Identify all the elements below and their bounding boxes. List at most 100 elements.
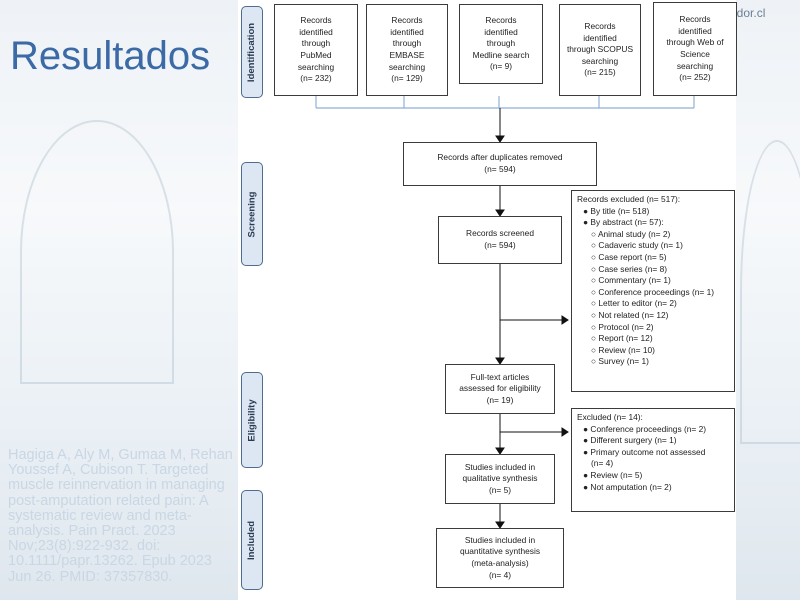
box-line: Records after duplicates removed: [437, 152, 563, 163]
records-screened-box: Records screened (n= 594): [438, 216, 562, 264]
box-line: ○ Case series (n= 8): [591, 263, 668, 274]
box-line: searching: [581, 55, 619, 66]
box-line-text: Not amputation (n= 2): [590, 481, 672, 492]
box-line: through: [301, 38, 331, 49]
stage-eligibility: Eligibility: [241, 372, 263, 468]
box-line-text: Case report (n= 5): [598, 251, 667, 262]
box-line: ○ Conference proceedings (n= 1): [591, 286, 715, 297]
box-line: ● Different surgery (n= 1): [583, 435, 677, 446]
box-line: through Web of: [666, 37, 724, 48]
citation: Hagiga A, Aly M, Gumaa M, Rehan Youssef …: [8, 447, 233, 585]
box-line: Records: [584, 21, 616, 32]
box-line: assessed for eligibility: [459, 383, 541, 394]
box-line-text: Conference proceedings (n= 1): [598, 286, 715, 297]
box-line: ○ Protocol (n= 2): [591, 321, 654, 332]
box-line: through SCOPUS: [566, 44, 634, 55]
slide-title: Resultados: [10, 34, 211, 78]
box-line: ○ Review (n= 10): [591, 344, 655, 355]
box-line: Studies included in: [464, 534, 536, 545]
source-box-medline: Records identified through Medline searc…: [459, 4, 543, 84]
box-line: ○ Not related (n= 12): [591, 309, 669, 320]
box-line-text: Animal study (n= 2): [597, 228, 671, 239]
box-line: (n= 19): [486, 394, 514, 405]
box-line: Records excluded (n= 517):: [577, 194, 681, 204]
after-duplicates-box: Records after duplicates removed (n= 594…: [403, 142, 597, 186]
box-line: through: [392, 38, 422, 49]
box-line: Full-text articles: [470, 371, 530, 382]
stage-screening: Screening: [241, 162, 263, 266]
box-line: through: [486, 38, 516, 49]
box-line: (n= 4): [591, 458, 614, 469]
box-line: identified: [583, 32, 617, 43]
fulltext-assessed-box: Full-text articles assessed for eligibil…: [445, 364, 555, 414]
box-line: ○ Case report (n= 5): [591, 251, 667, 262]
box-line-text: By abstract (n= 57):: [590, 217, 664, 228]
box-line-text: Not related (n= 12): [598, 309, 669, 320]
box-line-text: Review (n= 5): [590, 469, 643, 480]
box-line-text: Case series (n= 8): [598, 263, 668, 274]
stage-identification: Identification: [241, 6, 263, 98]
fulltext-excluded-box: Excluded (n= 14): ● Conference proceedin…: [571, 408, 735, 512]
box-line-text: Protocol (n= 2): [598, 321, 654, 332]
qualitative-synthesis-box: Studies included in qualitative synthesi…: [445, 454, 555, 504]
connector-lines: [315, 96, 695, 529]
box-line: Medline search: [472, 49, 530, 60]
box-line-text: Commentary (n= 1): [598, 275, 671, 286]
box-line: (n= 594): [484, 240, 516, 250]
box-line: (n= 252): [679, 72, 711, 83]
box-line: ○ Report (n= 12): [591, 333, 653, 344]
box-line: ○ Survey (n= 1): [591, 356, 649, 367]
box-line-text: Report (n= 12): [598, 333, 653, 344]
box-line: Records screened: [466, 228, 534, 239]
background-arch: [20, 120, 174, 384]
box-line: (meta-analysis): [471, 558, 529, 568]
box-line: ● By title (n= 518): [583, 205, 650, 216]
box-line: Records: [300, 15, 332, 26]
box-line: qualitative synthesis: [462, 473, 538, 484]
prisma-panel: Identification Screening Eligibility Inc…: [238, 0, 737, 600]
box-line-text: Survey (n= 1): [598, 356, 649, 367]
stage-included: Included: [241, 490, 263, 590]
box-line: (n= 215): [584, 67, 616, 78]
box-line: ● By abstract (n= 57):: [583, 217, 664, 228]
box-line: ○ Letter to editor (n= 2): [591, 298, 677, 309]
box-line: (n= 232): [300, 73, 332, 84]
box-line: searching: [297, 61, 335, 72]
box-line: Records: [679, 14, 711, 25]
box-line: ● Review (n= 5): [583, 469, 643, 480]
box-line: identified: [390, 26, 424, 37]
box-line: ○ Commentary (n= 1): [591, 275, 671, 286]
source-box-web-of-science: Records identified through Web of Scienc…: [653, 2, 737, 96]
box-line: Studies included in: [464, 461, 536, 472]
source-box-scopus: Records identified through SCOPUS search…: [559, 4, 641, 96]
box-line: EMBASE: [389, 50, 425, 60]
box-line: (n= 594): [484, 164, 516, 174]
box-line: ● Conference proceedings (n= 2): [583, 423, 707, 434]
box-line: Science: [680, 49, 710, 59]
box-line: (n= 9): [489, 61, 513, 72]
box-line: (n= 4): [488, 569, 512, 580]
box-line: ○ Animal study (n= 2): [591, 228, 671, 239]
box-line: (n= 129): [391, 73, 423, 84]
box-line: ● Primary outcome not assessed: [583, 446, 706, 457]
box-line: identified: [299, 26, 333, 37]
box-line-text: By title (n= 518): [590, 205, 650, 216]
box-line: Excluded (n= 14):: [577, 412, 643, 422]
box-line: searching: [388, 61, 426, 72]
source-box-embase: Records identified through EMBASE search…: [366, 4, 448, 96]
box-line-text: Different surgery (n= 1): [590, 435, 677, 446]
box-line: (n= 5): [488, 484, 512, 495]
box-line: quantitative synthesis: [459, 546, 541, 557]
box-line: identified: [484, 26, 518, 37]
box-line: ● Not amputation (n= 2): [583, 481, 672, 492]
box-line: PubMed: [300, 50, 332, 60]
box-line: identified: [678, 25, 712, 36]
box-line-text: Primary outcome not assessed: [590, 446, 706, 457]
box-line-text: Cadaveric study (n= 1): [598, 240, 683, 251]
box-line-text: Review (n= 10): [598, 344, 655, 355]
box-line: Records: [485, 15, 517, 26]
box-line: ○ Cadaveric study (n= 1): [591, 240, 683, 251]
quantitative-synthesis-box: Studies included in quantitative synthes…: [436, 528, 564, 588]
source-box-pubmed: Records identified through PubMed search…: [274, 4, 358, 96]
box-line-text: Conference proceedings (n= 2): [590, 423, 707, 434]
